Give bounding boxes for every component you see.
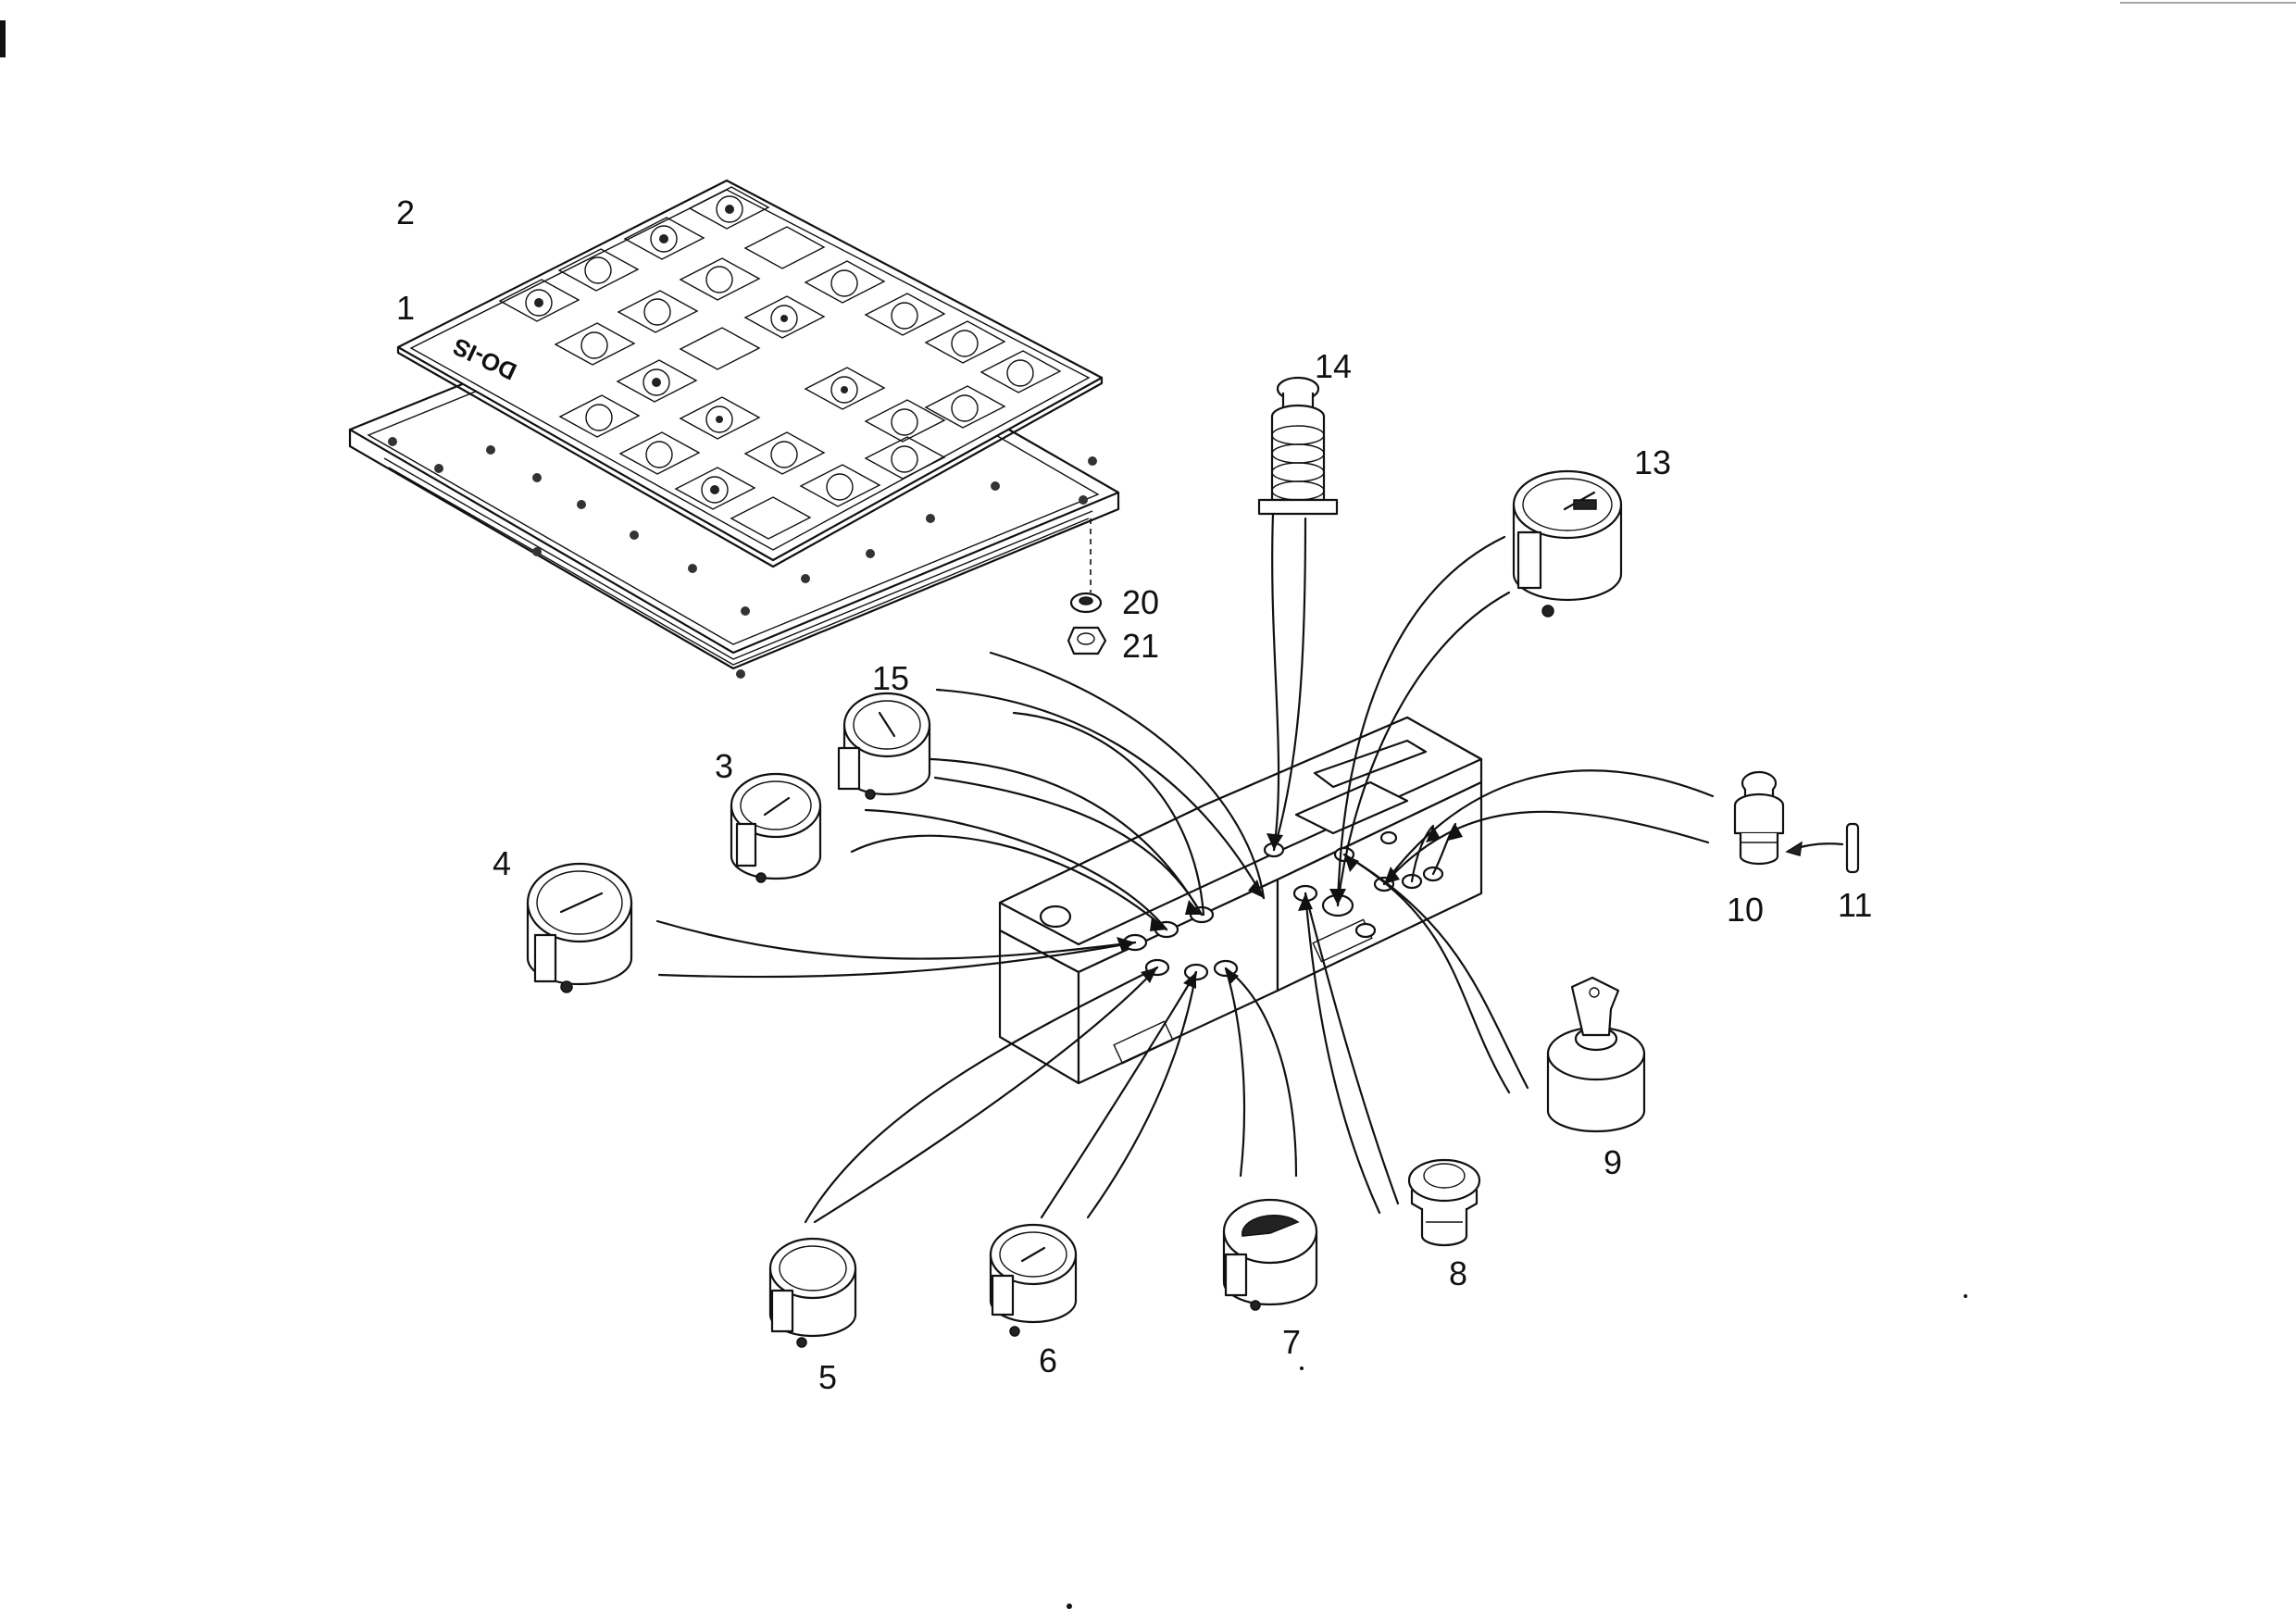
gauge-part-4 xyxy=(526,862,633,993)
switch-part-10 xyxy=(1733,770,1785,866)
speck-mark xyxy=(1300,1366,1304,1370)
callout-21: 21 xyxy=(1122,627,1159,665)
callout-15: 15 xyxy=(872,659,909,697)
dash-mount-bracket xyxy=(998,716,1483,1085)
gauge-part-13 xyxy=(1512,469,1623,618)
switch-part-8 xyxy=(1407,1158,1481,1247)
corner-tick-mark xyxy=(0,20,6,57)
gauge-part-7 xyxy=(1222,1198,1318,1311)
panel-face-plate: DO-IS xyxy=(396,179,1104,568)
callout-14: 14 xyxy=(1315,347,1352,385)
callout-13: 13 xyxy=(1634,443,1671,481)
speck-mark xyxy=(1964,1294,1967,1298)
callout-3: 3 xyxy=(715,747,733,785)
callout-7: 7 xyxy=(1282,1323,1301,1361)
speck-mark xyxy=(1067,1603,1072,1609)
callout-5: 5 xyxy=(818,1358,837,1396)
callout-labels: 1 2 3 4 5 6 7 8 9 10 11 13 14 15 20 21 xyxy=(396,193,1872,1396)
callout-9: 9 xyxy=(1603,1143,1622,1181)
callout-4: 4 xyxy=(493,844,511,882)
gauge-part-5 xyxy=(768,1237,857,1348)
callout-6: 6 xyxy=(1039,1341,1057,1379)
key-switch-part-9 xyxy=(1546,976,1646,1133)
callout-20: 20 xyxy=(1122,583,1159,621)
washer-part-20 xyxy=(1069,592,1103,614)
callout-1: 1 xyxy=(396,289,415,327)
gauge-part-6 xyxy=(989,1223,1078,1337)
callout-11: 11 xyxy=(1838,886,1872,924)
lighter-part-14 xyxy=(1257,376,1339,516)
gauge-part-3 xyxy=(730,772,822,883)
arrowheads xyxy=(1117,824,1463,989)
insertion-arrows xyxy=(655,512,1715,1224)
callout-10: 10 xyxy=(1727,891,1764,929)
pin-part-11 xyxy=(1785,822,1860,874)
callout-2: 2 xyxy=(396,193,415,231)
callout-8: 8 xyxy=(1449,1254,1467,1292)
gauge-part-15 xyxy=(837,692,931,800)
nut-part-21 xyxy=(1067,626,1107,655)
